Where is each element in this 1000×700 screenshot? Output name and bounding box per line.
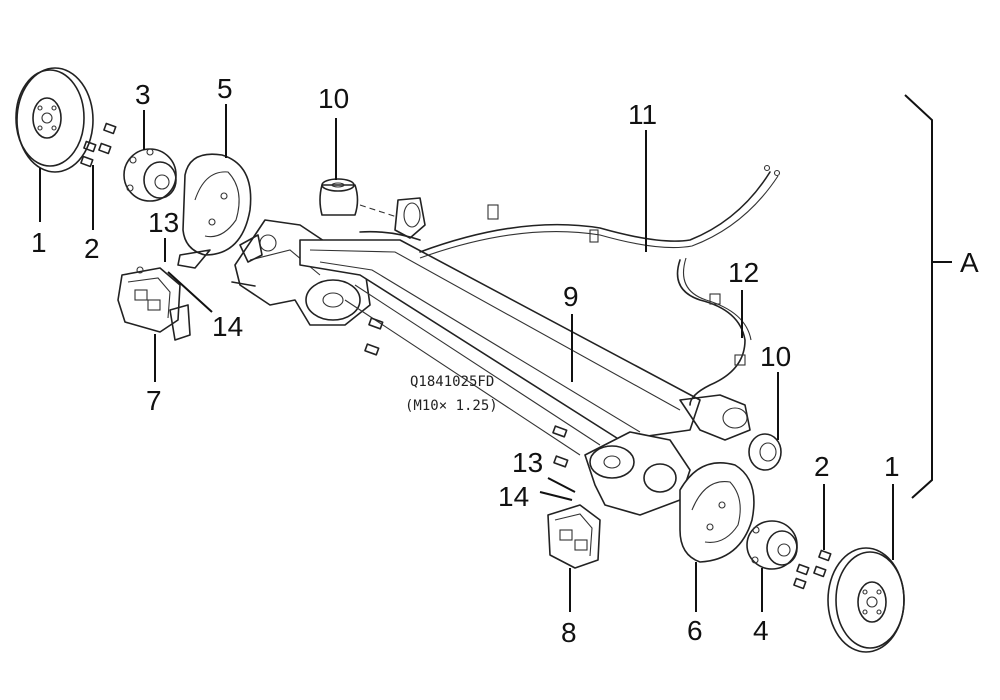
left-hub-bolts [80,122,117,168]
callout-6: 6 [687,615,703,646]
callout-7: 7 [146,385,162,416]
callout-labels: 1 2 3 5 10 11 13 14 7 12 9 10 2 1 13 14 … [31,73,979,648]
callout-13-right: 13 [512,447,543,478]
callout-12: 12 [728,257,759,288]
bolt-thread-spec: (M10× 1.25) [405,398,498,414]
callout-10-top: 10 [318,83,349,114]
left-hub-bearing [123,148,177,202]
callout-10-right: 10 [760,341,791,372]
callout-11: 11 [628,99,657,130]
callout-8: 8 [561,617,577,648]
callout-14-left: 14 [212,311,243,342]
right-brake-caliper [547,504,601,569]
callout-2-right: 2 [814,451,830,482]
callout-2-left: 2 [84,233,100,264]
axle-mounting-bolts [231,281,569,468]
axle-bushing-top [319,178,426,239]
callout-9: 9 [563,281,579,312]
left-brake-caliper [117,266,191,341]
left-dust-shield [177,153,252,269]
left-axle-knuckle [234,219,371,326]
callout-14-right: 14 [498,481,529,512]
callout-3: 3 [135,79,151,110]
bolt-part-code: Q1841025FD [410,374,494,390]
right-hub-bearing [746,520,798,570]
callout-4: 4 [753,615,769,646]
callout-5: 5 [217,73,233,104]
callout-assembly-a: A [960,247,979,278]
left-brake-disc [15,67,94,173]
right-brake-disc [827,547,905,653]
right-axle-knuckle [584,394,751,516]
right-dust-shield [679,461,755,563]
axle-bushing-right [748,433,782,471]
bolt-spec-note: Q1841025FD (M10× 1.25) [405,374,498,414]
callout-1-right: 1 [884,451,900,482]
rear-axle-beam [299,239,701,456]
leader-lines [39,94,952,612]
right-hub-bolts [793,549,832,590]
callout-1-left: 1 [31,227,47,258]
callout-13-left: 13 [148,207,179,238]
parking-brake-cables [359,164,781,406]
